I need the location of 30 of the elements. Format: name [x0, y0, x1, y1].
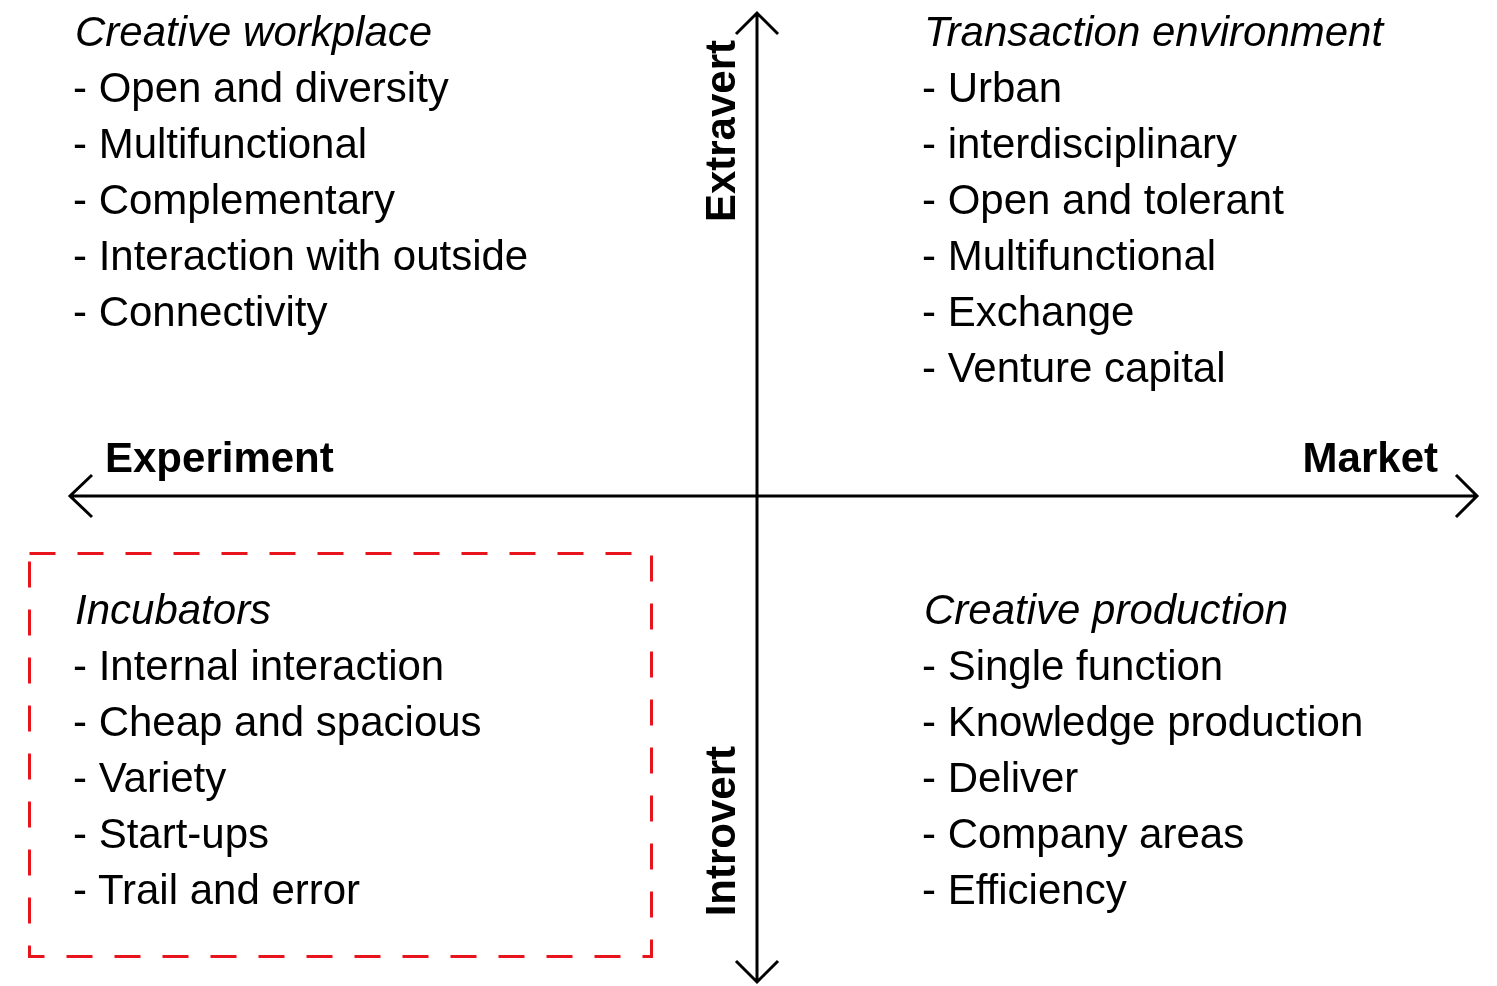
list-item: - Efficiency [922, 866, 1127, 914]
list-item: - Complementary [73, 176, 396, 224]
list-item: - Variety [73, 754, 227, 802]
list-item: - Multifunctional [73, 120, 368, 168]
dashed-frame [28, 552, 653, 958]
heading-text: Transaction environment [924, 8, 1384, 56]
list-item: - Deliver [922, 754, 1079, 802]
list-item: - Interaction with outside [73, 232, 529, 280]
list-item: - Single function [922, 642, 1224, 690]
list-item: - Exchange [922, 288, 1135, 336]
list-item: - Internal interaction [73, 642, 445, 690]
list-item: - Knowledge production [922, 698, 1364, 746]
list-item: - Open and tolerant [922, 176, 1284, 224]
heading-text: Creative production [924, 586, 1289, 634]
axis-label: Introvert [697, 746, 745, 917]
list-item: - Connectivity [73, 288, 328, 336]
axis-label: Extravert [697, 40, 745, 223]
list-item: - Company areas [922, 810, 1245, 858]
heading-text: Creative workplace [75, 8, 433, 56]
list-item: - Urban [922, 64, 1063, 112]
axis-label: Experiment [105, 434, 334, 482]
heading-text: Incubators [75, 586, 272, 634]
list-item: - Open and diversity [73, 64, 449, 112]
list-item: - Start-ups [73, 810, 270, 858]
list-item: - Multifunctional [922, 232, 1217, 280]
axis-label: Market [1302, 434, 1438, 482]
list-item: - Venture capital [922, 344, 1226, 392]
list-item: - Cheap and spacious [73, 698, 482, 746]
list-item: - interdisciplinary [922, 120, 1238, 168]
list-item: - Trail and error [73, 866, 361, 914]
